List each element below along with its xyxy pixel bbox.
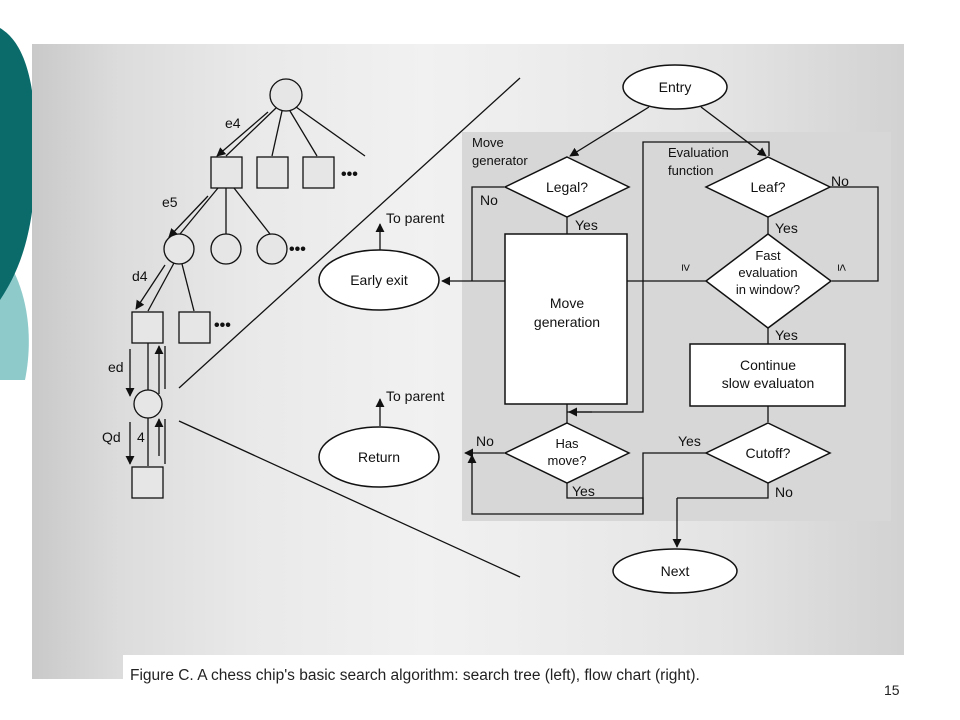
leaf-no-label: No [831, 173, 849, 189]
geq-symbol: ≥ [679, 264, 694, 271]
figure-image: e4 e5 d4 ed Qd 4 ••• ••• ••• [32, 44, 936, 701]
return-label: Return [358, 449, 400, 465]
teal-dark-shape [0, 28, 36, 300]
leaf-decision [704, 156, 832, 218]
early-exit-label: Early exit [350, 272, 408, 288]
tree-ellipsis: ••• [289, 241, 306, 258]
tree-move-4: 4 [137, 429, 145, 445]
tree-node-level2 [210, 233, 242, 265]
tree-node-level1 [256, 156, 289, 189]
entry-node [622, 64, 728, 110]
has-move-label: move? [547, 453, 586, 468]
tree-node-level3 [178, 311, 211, 344]
move-generator-label: Move [472, 135, 504, 150]
to-parent-label: To parent [386, 388, 444, 404]
slide-decoration [0, 28, 36, 380]
tree-move-ed: ed [108, 359, 124, 375]
move-generator-label: generator [472, 153, 528, 168]
fast-evaluation-decision [704, 233, 833, 329]
has-move-no-label: No [476, 433, 494, 449]
tree-node-level2 [163, 233, 195, 265]
figure-caption: Figure C. A chess chip's basic search al… [130, 667, 700, 684]
continue-slow-evaluation-box [689, 343, 846, 407]
has-move-decision [503, 422, 631, 484]
to-parent-label: To parent [386, 210, 444, 226]
leaf-yes-label: Yes [775, 220, 798, 236]
leq-symbol: ≤ [835, 264, 850, 271]
return-node [318, 426, 440, 488]
fast-evaluation-label: Fast [755, 248, 781, 263]
legal-yes-label: Yes [575, 217, 598, 233]
move-generation-label: generation [534, 314, 600, 330]
evaluation-function-label: Evaluation [668, 145, 729, 160]
continue-slow-label: slow evaluaton [722, 375, 815, 391]
has-move-yes-label: Yes [572, 483, 595, 499]
move-generation-label: Move [550, 295, 584, 311]
tree-move-e4: e4 [225, 115, 241, 131]
legal-decision [503, 156, 631, 218]
zoom-line-bottom [178, 420, 521, 578]
cutoff-decision [704, 422, 832, 484]
next-node [612, 548, 738, 594]
legal-label: Legal? [546, 179, 588, 195]
tree-move-qd: Qd [102, 429, 121, 445]
tree-move-d4: d4 [132, 268, 148, 284]
search-tree [125, 77, 521, 578]
tree-node-level4 [133, 389, 163, 419]
tree-node-level3 [131, 311, 164, 344]
fast-evaluation-label: in window? [736, 282, 800, 297]
tree-node-level2 [256, 233, 288, 265]
tree-move-e5: e5 [162, 194, 178, 210]
tree-node-level1 [210, 156, 243, 189]
fast-evaluation-label: evaluation [738, 265, 797, 280]
early-exit-node [318, 249, 440, 311]
zoom-line-top [178, 77, 521, 389]
tree-node-level1 [302, 156, 335, 189]
chess-search-diagram: e4 e5 d4 ed Qd 4 ••• ••• ••• [102, 64, 891, 594]
caption-box: Figure C. A chess chip's basic search al… [123, 655, 936, 701]
entry-label: Entry [659, 79, 692, 95]
cutoff-label: Cutoff? [746, 445, 791, 461]
tree-ellipsis: ••• [341, 166, 358, 183]
page-number: 15 [884, 682, 900, 698]
tree-node-level5 [131, 466, 164, 499]
move-generation-box [504, 233, 628, 405]
continue-slow-label: Continue [740, 357, 796, 373]
cutoff-yes-label: Yes [678, 433, 701, 449]
legal-no-label: No [480, 192, 498, 208]
next-label: Next [661, 563, 690, 579]
leaf-label: Leaf? [750, 179, 785, 195]
fast-eval-yes-label: Yes [775, 327, 798, 343]
cutoff-no-label: No [775, 484, 793, 500]
has-move-label: Has [555, 436, 579, 451]
evaluation-function-label: function [668, 163, 714, 178]
tree-ellipsis: ••• [214, 317, 231, 334]
tree-root-node [269, 78, 303, 112]
